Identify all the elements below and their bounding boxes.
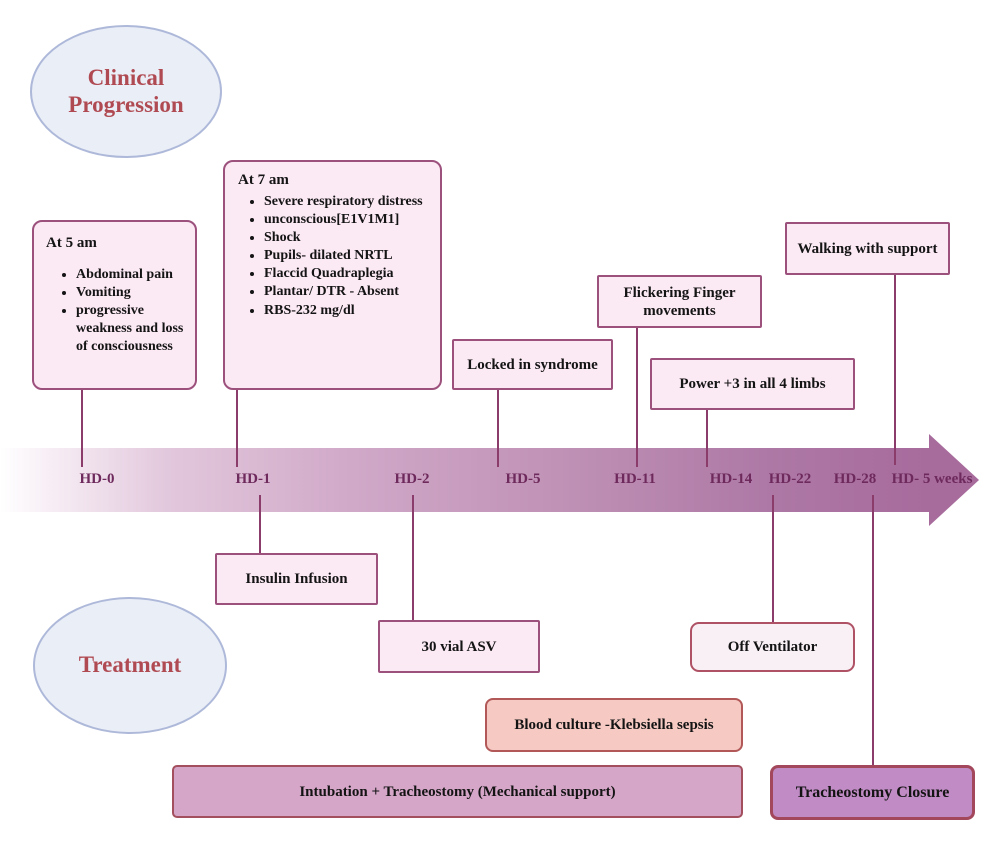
timeline-label-hd-22: HD-22 [768,471,812,487]
event-title: At 7 am [238,172,289,188]
timeline-label-hd-11: HD-11 [614,471,656,487]
timeline-label-hd-5: HD-5 [505,471,541,487]
treatment-label: Treatment [78,652,182,678]
timeline-label-hd-5-weeks: HD- 5 weeks [891,471,973,487]
event-bullet: RBS-232 mg/dl [264,302,428,320]
timeline-label-hd-28: HD-28 [833,471,877,487]
connector-power-to-hd14 [706,410,708,467]
connector-hd28-to-tracheostomy-closure [872,495,874,765]
event-bullet-list: Severe respiratory distress unconscious[… [238,193,428,320]
event-label: Flickering Finger movements [623,284,736,319]
treatment-box-insulin-infusion: Insulin Infusion [215,553,378,605]
event-label: Walking with support [797,240,938,257]
connector-locked-in-to-hd5 [497,390,499,467]
event-bullet: unconscious[E1V1M1] [264,211,428,229]
event-bullet: Pupils- dilated NRTL [264,247,428,265]
event-box-power-in-limbs: Power +3 in all 4 limbs [650,358,855,410]
timeline-label-hd-14: HD-14 [709,471,753,487]
connector-hd22-to-off-ventilator [772,495,774,622]
treatment-box-intubation-tracheostomy: Intubation + Tracheostomy (Mechanical su… [172,765,743,818]
treatment-box-tracheostomy-closure: Tracheostomy Closure [770,765,975,820]
clinical-progression-ellipse: Clinical Progression [30,25,222,158]
event-label: Power +3 in all 4 limbs [679,376,826,392]
treatment-label-text: Insulin Infusion [245,571,348,587]
event-box-at-7am: At 7 am Severe respiratory distress unco… [223,160,442,390]
connector-at-7am-to-hd1 [236,390,238,467]
event-box-walking-with-support: Walking with support [785,222,950,275]
treatment-ellipse: Treatment [33,597,227,734]
connector-walking-to-hd5weeks [894,275,896,465]
timeline-label-hd-0: HD-0 [79,471,115,487]
treatment-label-text: Blood culture -Klebsiella sepsis [514,717,714,733]
event-box-at-5am: At 5 am Abdominal pain Vomiting progress… [32,220,197,390]
event-label: Locked in syndrome [467,356,598,373]
connector-flickering-to-hd11 [636,328,638,467]
event-bullet: Severe respiratory distress [264,193,428,211]
event-bullet-list: Abdominal pain Vomiting progressive weak… [46,266,189,357]
event-bullet: Shock [264,229,428,247]
event-bullet: Abdominal pain [76,266,189,284]
event-box-locked-in-syndrome: Locked in syndrome [452,339,613,390]
connector-hd2-to-asv [412,495,414,620]
treatment-box-blood-culture: Blood culture -Klebsiella sepsis [485,698,743,752]
timeline-label-hd-1: HD-1 [235,471,271,487]
event-bullet: Plantar/ DTR - Absent [264,283,428,301]
event-bullet: progressive weakness and loss of conscio… [76,302,189,357]
timeline-arrowhead-icon [929,434,979,526]
treatment-box-asv: 30 vial ASV [378,620,540,673]
event-bullet: Flaccid Quadraplegia [264,265,428,283]
event-title: At 5 am [46,235,97,251]
timeline-label-hd-2: HD-2 [394,471,430,487]
treatment-label-text: Intubation + Tracheostomy (Mechanical su… [299,783,616,800]
treatment-label-text: 30 vial ASV [421,638,497,655]
clinical-progression-label: Clinical Progression [68,65,184,117]
connector-at-5am-to-hd0 [81,390,83,467]
event-box-flickering-finger-movements: Flickering Finger movements [597,275,762,328]
treatment-label-text: Off Ventilator [727,639,818,655]
treatment-box-off-ventilator: Off Ventilator [690,622,855,672]
treatment-label-text: Tracheostomy Closure [795,783,950,801]
timeline-arrow-bar [0,448,930,512]
connector-hd1-to-insulin [259,495,261,553]
event-bullet: Vomiting [76,284,189,302]
